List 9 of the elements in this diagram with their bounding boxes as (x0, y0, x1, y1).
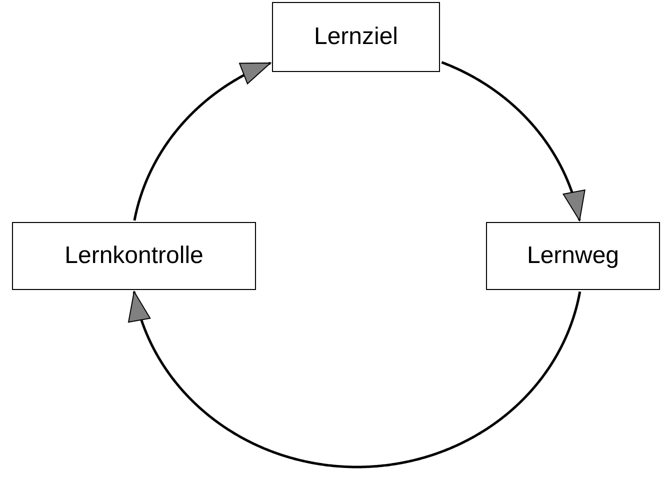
arrow (441, 61, 586, 222)
node-label: Lernweg (526, 242, 620, 270)
arrow (128, 291, 582, 468)
node-label: Lernziel (314, 23, 398, 51)
node-label: Lernkontrolle (64, 242, 204, 270)
arrow (133, 62, 272, 221)
label-box (272, 2, 440, 72)
label-box (12, 222, 256, 290)
label-box (486, 222, 660, 290)
